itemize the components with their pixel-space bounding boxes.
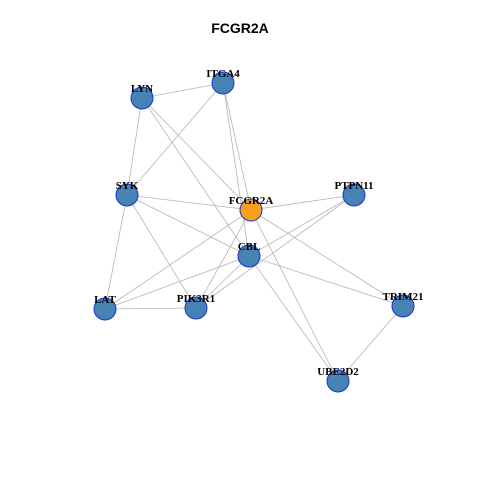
edge-lyn-cbl — [141, 97, 250, 257]
edge-itga4-fcgr2a — [222, 82, 252, 211]
node-circle-syk[interactable] — [115, 183, 139, 207]
edge-lyn-fcgr2a — [141, 97, 252, 211]
node-circle-lyn[interactable] — [130, 86, 154, 110]
edge-syk-fcgr2a — [126, 194, 252, 211]
node-label-ube2d2: UBE2D2 — [317, 366, 359, 378]
node-circle-fcgr2a[interactable] — [239, 198, 263, 222]
edge-ptpn11-pik3r1 — [195, 194, 355, 309]
edge-cbl-trim21 — [248, 255, 404, 307]
edge-fcgr2a-ptpn11 — [250, 194, 355, 211]
graph-title: FCGR2A — [211, 20, 269, 36]
edge-fcgr2a-trim21 — [250, 209, 404, 307]
edge-itga4-cbl — [222, 82, 250, 257]
node-circle-lat[interactable] — [93, 297, 117, 321]
edge-fcgr2a-pik3r1 — [195, 209, 252, 309]
edge-layer — [104, 82, 404, 382]
node-circle-cbl[interactable] — [237, 244, 261, 268]
node-label-pik3r1: PIK3R1 — [177, 293, 216, 305]
node-fcgr2a[interactable]: FCGR2A — [229, 195, 274, 222]
edge-fcgr2a-ube2d2 — [250, 209, 339, 382]
edge-cbl-ube2d2 — [248, 255, 339, 382]
edge-lyn-itga4 — [141, 82, 224, 99]
node-trim21[interactable]: TRIM21 — [383, 291, 424, 318]
edge-syk-lat — [104, 194, 128, 310]
node-label-ptpn11: PTPN11 — [334, 180, 373, 192]
node-circle-ube2d2[interactable] — [326, 369, 350, 393]
edge-syk-cbl — [126, 194, 250, 257]
node-lyn[interactable]: LYN — [130, 83, 154, 110]
edge-ptpn11-cbl — [248, 194, 355, 257]
node-ube2d2[interactable]: UBE2D2 — [317, 366, 359, 393]
edge-cbl-pik3r1 — [195, 255, 250, 309]
node-label-itga4: ITGA4 — [206, 68, 240, 80]
node-label-cbl: CBL — [238, 241, 261, 253]
node-label-syk: SYK — [116, 180, 139, 192]
node-pik3r1[interactable]: PIK3R1 — [177, 293, 216, 320]
edge-lyn-syk — [126, 97, 143, 196]
node-syk[interactable]: SYK — [115, 180, 139, 207]
node-cbl[interactable]: CBL — [237, 241, 261, 268]
edge-cbl-lat — [104, 255, 250, 310]
edge-itga4-syk — [126, 82, 224, 196]
node-label-trim21: TRIM21 — [383, 291, 424, 303]
node-circle-trim21[interactable] — [391, 294, 415, 318]
node-label-fcgr2a: FCGR2A — [229, 195, 274, 207]
node-itga4[interactable]: ITGA4 — [206, 68, 240, 95]
node-label-lyn: LYN — [131, 83, 153, 95]
edge-fcgr2a-lat — [104, 209, 252, 310]
node-lat[interactable]: LAT — [93, 294, 117, 321]
edge-trim21-ube2d2 — [337, 305, 404, 382]
edge-lat-pik3r1 — [104, 307, 197, 310]
node-label-lat: LAT — [94, 294, 116, 306]
node-ptpn11[interactable]: PTPN11 — [334, 180, 374, 207]
node-circle-itga4[interactable] — [211, 71, 235, 95]
node-circle-pik3r1[interactable] — [184, 296, 208, 320]
edge-syk-pik3r1 — [126, 194, 197, 309]
node-circle-ptpn11[interactable] — [342, 183, 366, 207]
